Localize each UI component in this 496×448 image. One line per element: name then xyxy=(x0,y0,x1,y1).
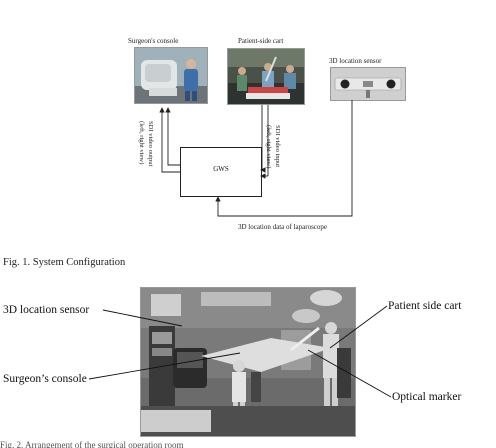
sdi-input-text-2: (left, right view) xyxy=(264,125,272,168)
fig2-sensor-label: 3D location sensor xyxy=(3,304,89,316)
fig2-patient-cart-label: Patient side cart xyxy=(388,300,461,312)
sdi-output-text-2: (left, right view) xyxy=(137,121,145,164)
surgeon-console-label: Surgeon's console xyxy=(128,37,178,45)
patient-cart-photo xyxy=(227,48,305,105)
gws-box: GWS xyxy=(180,147,262,197)
sensor-photo xyxy=(330,67,406,101)
location-data-label: 3D location data of laparoscope xyxy=(238,223,327,231)
figure-1-caption: Fig. 1. System Configuration xyxy=(3,257,125,268)
operating-room-photo xyxy=(140,287,356,437)
surgeon-console-photo xyxy=(134,47,208,104)
patient-cart-label: Patient-side cart xyxy=(238,37,283,45)
sdi-output-text-1: SDI video output xyxy=(146,121,154,166)
fig2-surgeon-console-label: Surgeon’s console xyxy=(3,373,87,385)
sdi-input-text-1: SDI video input xyxy=(273,125,281,167)
sensor-label: 3D location sensor xyxy=(329,57,382,65)
fig2-optical-marker-label: Optical marker xyxy=(392,391,461,403)
gws-label: GWS xyxy=(181,165,261,173)
